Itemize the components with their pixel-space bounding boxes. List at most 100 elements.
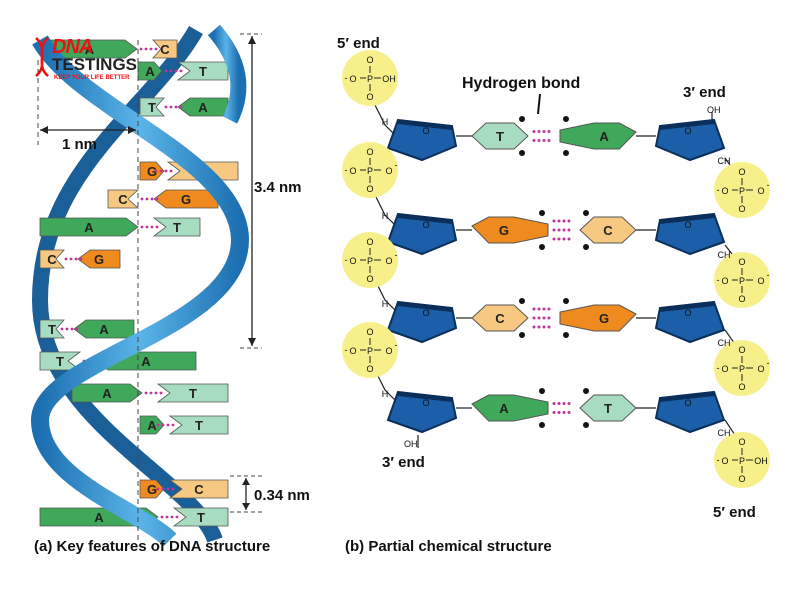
helix-base-left-label: A [102,386,112,401]
phosphate-left-o-bottom: O [366,274,373,284]
helix-base-right-shape [152,217,201,237]
hbond-dot [74,257,78,261]
hbond-dot [60,327,64,331]
sugar-right-o: O [684,308,691,318]
phosphate-left-o-right: O [385,166,392,176]
hbond-dot [547,307,551,311]
phosphate-top-left-p: P [367,74,373,84]
hbond-dot [542,316,546,320]
phosphate-right-minus-right: - [767,270,770,280]
base-right [559,122,637,150]
helix-base-right-label: G [94,252,104,267]
hbond-dot [166,487,170,491]
end-5-top: 5′ end [337,35,380,52]
brand-logo: DNA TESTINGS KEEP YOUR LIFE BETTER [30,36,170,88]
helix-base-right-shape [168,415,229,435]
hbond-dot [174,69,178,73]
helix-base-right-label: G [181,192,191,207]
hbond-dot [175,515,179,519]
sugar-right-edge [660,214,714,224]
hbond-dot [547,130,551,133]
atom-dot [583,210,589,216]
hbond-dot [150,225,154,229]
phosphate-left-minus-left: - [345,165,348,175]
helix-base-right-shape [168,479,229,499]
phosphate-left-minus-right: - [395,160,398,170]
base-left [471,122,529,150]
helix-base-right-label: A [141,354,151,369]
phosphate-top-left-o-left: O [349,74,356,84]
phosphate-left-p: P [367,166,373,176]
helix-base-left-shape [71,383,143,403]
hbond-label: Hydrogen bond [462,75,580,92]
phosphate-right-minus-right: - [767,180,770,190]
hbond-dot [170,515,174,519]
hbond-dot [532,316,536,320]
sugar-left-o: O [422,308,429,318]
hbond-dot [537,307,541,311]
phosphate-right-p: P [739,456,745,466]
hbond-dot [145,197,149,201]
phosphate-left-minus-right: - [395,340,398,350]
hbond-dot [532,307,536,311]
hbond-dot [542,325,546,329]
width-measure: 1 nm [40,126,136,153]
hbond-dot [140,225,144,229]
atom-dot [563,116,569,122]
hbond-dot [79,257,83,261]
chem-panel: 5′ end 3′ end 3′ end 5′ end Hydrogen bon… [337,35,770,521]
helix-base-left-label: A [147,418,157,433]
hbond-dot [171,423,175,427]
sugar-left-edge [398,392,452,402]
helix-base-left-shape [139,479,165,499]
hbond-dot [154,169,158,173]
base-left [471,394,549,422]
hbond-dot [567,237,571,241]
logo-tagline: KEEP YOUR LIFE BETTER [54,75,130,81]
base-right-label: C [603,223,613,238]
phosphate-top-left-o-bottom: O [366,92,373,102]
phosphate-left-o-bottom: O [366,184,373,194]
top-3-oh: OH [707,105,721,115]
phosphate-right-o-right: O [757,186,764,196]
hbond-dot [169,169,173,173]
phosphate-right-o-bottom: O [738,204,745,214]
helix-base-right-label: T [199,64,207,79]
helix-base-left-shape [107,189,140,209]
phosphate-right-minus-left: - [717,455,720,465]
hbond-dot [552,402,556,405]
phosphate-right-minus-left: - [717,363,720,373]
end-5-bottom: 5′ end [713,504,756,521]
phosphate-right-o-bottom: O [738,294,745,304]
helix-base-left-label: A [85,42,95,57]
atom-dot [519,116,525,122]
helix-base-left-shape [39,351,82,371]
hbond-dot [166,423,170,427]
hbond-dot [150,197,154,201]
hbond-dot [154,47,158,51]
hbond-dot [557,402,561,405]
helix-base-left-shape [39,217,139,237]
atom-dot [583,422,589,428]
helix-base-right-label: T [189,386,197,401]
hbond-dot [552,219,556,223]
phosphate-right-o-left: O [721,456,728,466]
helix-base-left-label: C [118,192,128,207]
hbond-dot [171,487,175,491]
hbond-dot [149,391,153,395]
hbond-pointer [537,93,541,115]
width-label: 1 nm [62,136,97,153]
helix-base-right-label: C [194,482,204,497]
hbond-dot [537,316,541,320]
caption-a: (a) Key features of DNA structure [34,538,271,555]
helix-base-left-label: T [48,322,56,337]
helix-base-left-label: A [145,64,155,79]
hbond-dot [562,411,566,414]
